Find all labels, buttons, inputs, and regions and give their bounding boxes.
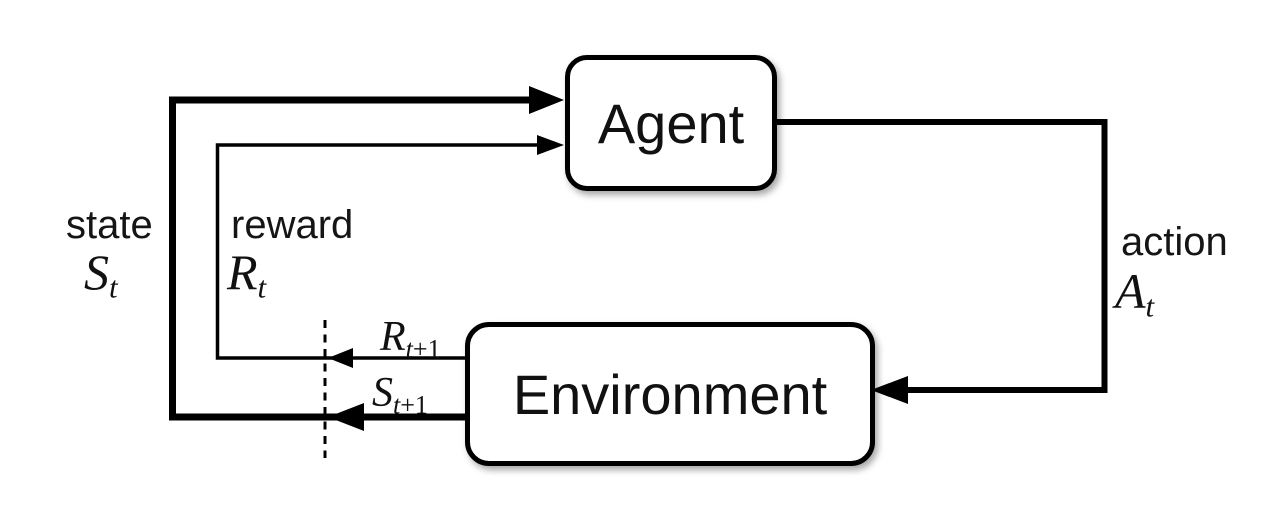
next-state-symbol-subscript-offset: +1 [400, 390, 428, 420]
arrowhead-state-to-agent-icon [529, 86, 564, 114]
next-reward-symbol-subscript-offset: +1 [412, 334, 441, 364]
action-label: action [1121, 220, 1228, 264]
action-symbol: At [1115, 266, 1154, 322]
state-symbol-subscript: t [109, 269, 118, 305]
arrowhead-action-to-environment-icon [871, 376, 908, 404]
agent-node: Agent [565, 55, 777, 191]
edge-state [169, 96, 540, 421]
next-state-symbol-base: S [372, 370, 393, 416]
agent-node-label: Agent [597, 91, 745, 155]
state-symbol-base: S [84, 244, 109, 300]
next-reward-symbol-subscript: t [405, 334, 413, 364]
edge-action [767, 119, 1108, 393]
reward-label: reward [231, 203, 354, 247]
reward-symbol-subscript: t [257, 269, 267, 305]
arrowhead-next-state-icon [328, 403, 364, 431]
environment-node: Environment [465, 322, 875, 466]
action-symbol-subscript: t [1145, 288, 1155, 324]
reward-symbol-base: R [227, 244, 258, 300]
action-symbol-base: A [1115, 263, 1146, 319]
next-state-symbol-subscript: t [393, 390, 401, 420]
next-reward-symbol: Rt+1 [380, 316, 441, 362]
next-reward-symbol-base: R [380, 314, 406, 360]
state-label: state [66, 203, 153, 247]
reward-symbol: Rt [227, 247, 266, 303]
arrowhead-next-reward-icon [328, 348, 353, 368]
state-symbol: St [84, 247, 118, 303]
arrowhead-reward-to-agent-icon [537, 135, 564, 155]
next-state-symbol: St+1 [372, 372, 428, 418]
environment-node-label: Environment [512, 362, 828, 426]
